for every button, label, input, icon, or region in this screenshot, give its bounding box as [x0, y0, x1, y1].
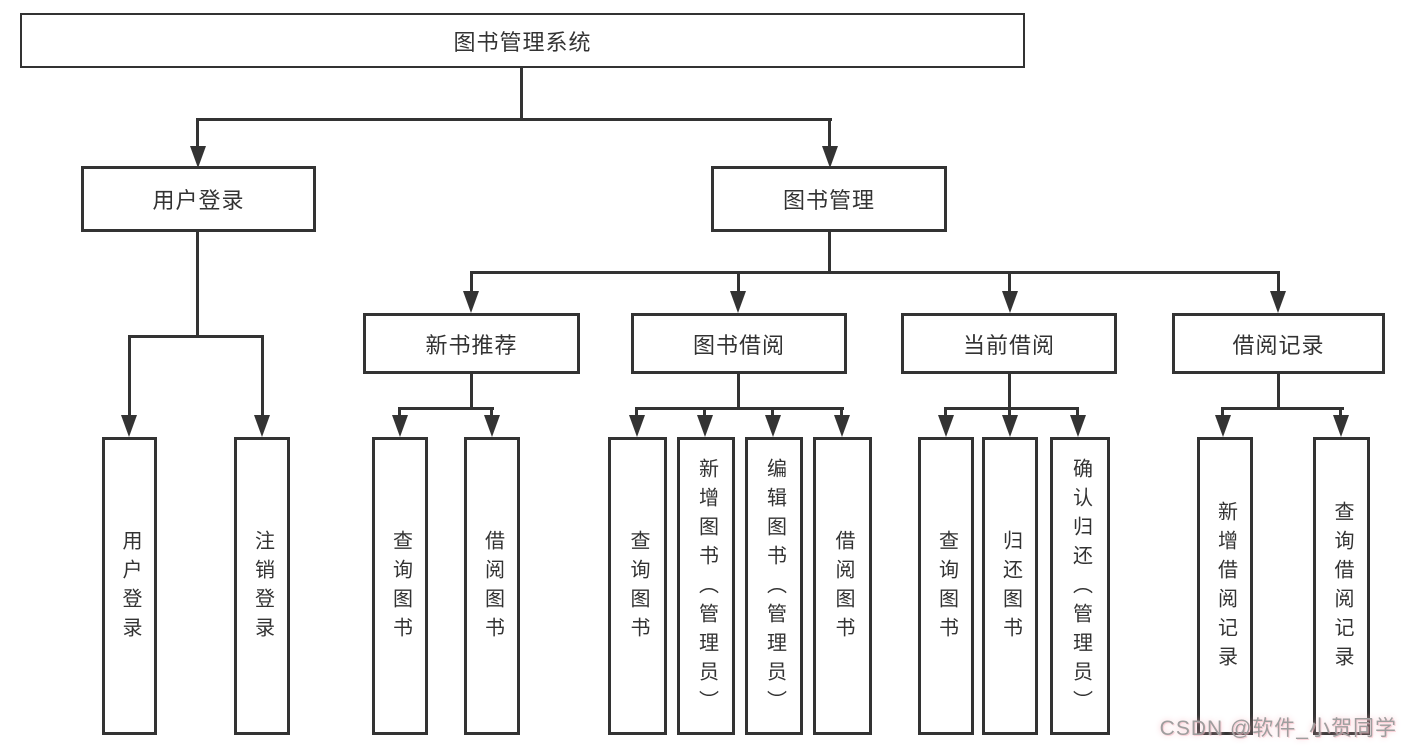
connector-line: [399, 407, 494, 410]
connector-line: [1008, 271, 1011, 295]
arrow-down-icon: [730, 291, 746, 313]
leaf-bb-edit-books-admin: 编辑图书（管理员）: [745, 437, 803, 735]
leaf-cb-return-books: 归还图书: [982, 437, 1038, 735]
node-borrowing-records: 借阅记录: [1172, 313, 1385, 374]
connector-line: [828, 118, 831, 148]
arrow-down-icon: [629, 415, 645, 437]
arrow-down-icon: [1002, 291, 1018, 313]
arrow-down-icon: [254, 415, 270, 437]
connector-line: [771, 407, 774, 419]
arrow-down-icon: [822, 146, 838, 168]
connector-line: [128, 335, 264, 338]
arrow-down-icon: [190, 146, 206, 168]
connector-line: [520, 68, 523, 121]
connector-line: [1277, 271, 1280, 295]
connector-line: [490, 407, 493, 419]
connector-line: [128, 335, 131, 417]
leaf-bb-borrow-books: 借阅图书: [813, 437, 872, 735]
connector-line: [196, 118, 199, 148]
connector-line: [944, 407, 947, 419]
leaf-br-query-record: 查询借阅记录: [1313, 437, 1370, 735]
arrow-down-icon: [121, 415, 137, 437]
arrow-down-icon: [697, 415, 713, 437]
connector-line: [470, 271, 473, 295]
arrow-down-icon: [1215, 415, 1231, 437]
node-user-login: 用户登录: [81, 166, 316, 232]
arrow-down-icon: [463, 291, 479, 313]
connector-line: [398, 407, 401, 419]
connector-line: [945, 407, 1079, 410]
connector-line: [737, 374, 740, 410]
leaf-bb-query-books: 查询图书: [608, 437, 667, 735]
node-book-borrowing: 图书借阅: [631, 313, 847, 374]
node-book-management-system: 图书管理系统: [20, 13, 1025, 68]
leaf-bb-add-books-admin: 新增图书（管理员）: [677, 437, 735, 735]
connector-line: [828, 232, 831, 274]
connector-line: [1076, 407, 1079, 419]
arrow-down-icon: [1070, 415, 1086, 437]
node-new-book-recommend: 新书推荐: [363, 313, 580, 374]
leaf-nbr-borrow-books: 借阅图书: [464, 437, 520, 735]
connector-line: [737, 271, 740, 295]
leaf-user-login: 用户登录: [102, 437, 157, 735]
connector-line: [470, 374, 473, 410]
arrow-down-icon: [484, 415, 500, 437]
connector-line: [1008, 374, 1011, 410]
leaf-nbr-query-books: 查询图书: [372, 437, 428, 735]
leaf-cb-confirm-return-admin: 确认归还（管理员）: [1050, 437, 1110, 735]
arrow-down-icon: [1333, 415, 1349, 437]
connector-line: [1277, 374, 1280, 410]
connector-line: [1221, 407, 1224, 419]
connector-line: [261, 335, 264, 417]
connector-line: [1222, 407, 1344, 410]
connector-line: [196, 232, 199, 337]
node-current-borrowing: 当前借阅: [901, 313, 1117, 374]
connector-line: [1339, 407, 1342, 419]
connector-line: [470, 271, 1280, 274]
arrow-down-icon: [765, 415, 781, 437]
connector-line: [636, 407, 844, 410]
node-book-management: 图书管理: [711, 166, 947, 232]
leaf-br-add-record: 新增借阅记录: [1197, 437, 1253, 735]
arrow-down-icon: [1270, 291, 1286, 313]
arrow-down-icon: [938, 415, 954, 437]
arrow-down-icon: [392, 415, 408, 437]
leaf-logout: 注销登录: [234, 437, 290, 735]
arrow-down-icon: [834, 415, 850, 437]
connector-line: [1008, 407, 1011, 419]
arrow-down-icon: [1002, 415, 1018, 437]
leaf-cb-query-books: 查询图书: [918, 437, 974, 735]
connector-line: [635, 407, 638, 419]
csdn-watermark: CSDN @软件_小贺同学: [1159, 717, 1397, 740]
connector-line: [197, 118, 832, 121]
connector-line: [703, 407, 706, 419]
connector-line: [840, 407, 843, 419]
